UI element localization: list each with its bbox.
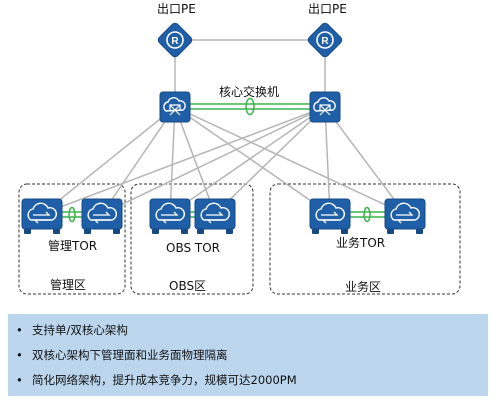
router-icon: [305, 20, 345, 60]
note-item: • 双核心架构下管理面和业务面物理隔离: [16, 343, 488, 368]
pe-right-label: 出口PE: [308, 2, 347, 16]
note-text: 简化网络架构，提升成本竞争力，规模可达2000PM: [32, 373, 297, 387]
notes-panel: • 支持单/双核心架构 • 双核心架构下管理面和业务面物理隔离 • 简化网络架构，提升…: [8, 314, 488, 396]
tor-switch-icon: [194, 198, 236, 235]
core-switch-icon: [159, 91, 191, 123]
bullet: •: [16, 348, 23, 362]
tor-switch-icon: [21, 198, 63, 235]
note-text: 支持单/双核心架构: [32, 323, 128, 337]
tor-switch-icon: [81, 198, 123, 235]
zone-obs: [130, 183, 254, 295]
pe-left-label: 出口PE: [157, 2, 196, 16]
biz-tor-stack-link: [350, 206, 385, 223]
zone-biz-label: 业务区: [345, 280, 382, 294]
zone-management: [18, 183, 126, 295]
tor-switch-icon: [149, 198, 191, 235]
bullet: •: [16, 373, 23, 387]
biz-tor-label: 业务TOR: [336, 236, 386, 250]
core-switch-icon: [309, 91, 341, 123]
router-icon: [155, 20, 195, 60]
mgmt-tor-stack-link: [60, 206, 84, 223]
mgmt-tor-label: 管理TOR: [48, 239, 98, 253]
zone-business: [269, 183, 461, 295]
obs-tor-label: OBS TOR: [166, 241, 221, 255]
note-item: • 简化网络架构，提升成本竞争力，规模可达2000PM: [16, 368, 488, 393]
tor-switch-icon: [384, 198, 426, 235]
bullet: •: [16, 323, 23, 337]
zone-obs-label: OBS区: [169, 279, 207, 293]
zone-mgmt-label: 管理区: [50, 278, 87, 292]
tor-switch-icon: [309, 198, 351, 235]
core-stack-link: [190, 97, 310, 116]
core-to-tor-links: [41, 106, 406, 215]
core-switch-label: 核心交换机: [219, 85, 280, 99]
note-text: 双核心架构下管理面和业务面物理隔离: [32, 348, 228, 362]
note-item: • 支持单/双核心架构: [16, 318, 488, 343]
